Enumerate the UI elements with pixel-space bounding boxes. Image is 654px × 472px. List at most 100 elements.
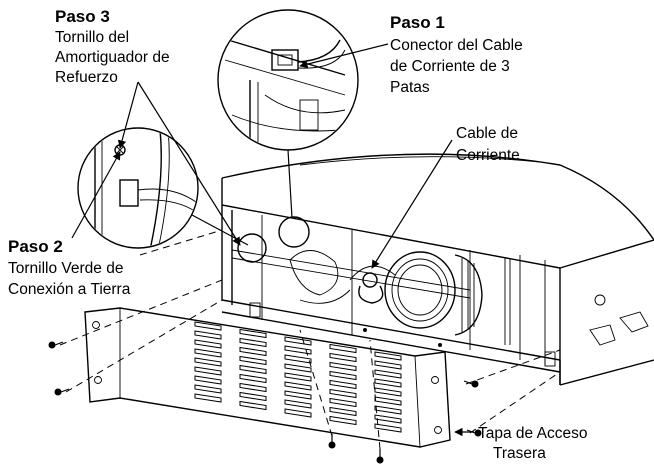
inset-step3-bracket-inner [157,129,170,247]
rail-screw-1 [363,328,367,332]
vent-slot [284,345,312,355]
vent-slot [194,321,222,331]
inset-step3-bracket [149,129,162,247]
internal-brace-2 [231,257,471,299]
vent-slot [329,343,357,354]
vent-slot [374,414,402,424]
wire-loop-3 [349,265,396,281]
vent-slot [329,361,357,372]
step3-title: Paso 3 [55,7,110,26]
callout-step1: Paso 1 Conector del Cable de Corriente d… [390,13,523,96]
vent-slot [329,406,357,417]
rail-bracket-right [544,351,556,367]
rear-cover-right-fold [414,355,421,448]
vent-slot [374,387,402,397]
power-cable-plug-body [358,285,384,304]
vent-slot [284,336,312,346]
step2-line-1: Tornillo Verde de [8,260,123,277]
motor-drum [454,254,483,336]
vent-slot [194,339,222,349]
appliance-right-foot-2 [619,311,649,333]
vent-slot [239,337,267,348]
vent-slot [329,388,357,399]
vent-slot [374,378,402,388]
rear-cover-line-2: Trasera [493,445,546,462]
callout-rear-cover: Tapa de Acceso Trasera [478,425,587,462]
vent-slot [284,381,312,391]
vent-slot [374,405,402,415]
inset-step1-wire [264,94,346,114]
inset-step3-border [77,127,199,249]
vent-slot [284,399,312,409]
vent-slot [239,346,267,357]
inset-step1-leader [287,149,293,219]
screw-left-lower [54,388,70,396]
alignment-line-1 [59,279,223,346]
internal-brace-1 [231,249,471,291]
motor-drum-ribs [461,258,475,332]
step3-leader-inset [117,81,139,149]
vent-slot [194,357,222,367]
callout-step2: Paso 2 Tornillo Verde de Conexión a Tier… [8,237,131,298]
vent-slot [329,415,357,426]
screw-right-upper [463,380,479,388]
step3-location-marker [237,233,267,263]
alignment-line-5 [469,371,561,434]
power-cable-plug [362,272,378,288]
screw-bottom-1 [328,434,336,449]
inset-step1-panel-mid [224,59,346,96]
vent-slot [329,370,357,381]
appliance-bottom-rail-lower [221,311,561,373]
step3-line-1: Tornillo del [55,29,129,46]
vent-slot [194,366,222,376]
appliance-right-bottom [559,359,654,386]
vent-slot [329,397,357,408]
screw-bottom-2 [376,449,384,464]
step1-location-marker [278,216,310,248]
inset-step3-wire-2 [139,199,197,216]
alignment-line-2 [65,299,223,393]
step2-leader [71,151,121,239]
inset-step3-damper-block [119,179,139,207]
internal-rod [504,258,511,345]
rear-access-cover [84,307,451,448]
inset-step3-wire [137,188,197,206]
step1-line-1: Conector del Cable [390,37,523,54]
vent-slot [194,384,222,394]
alignment-line-7 [369,339,381,450]
vent-slot [239,382,267,393]
vent-slot [374,351,402,361]
rear-cover-outline [84,307,451,448]
screw-left-upper [48,341,64,349]
vent-slot [374,423,402,433]
appliance-rear-top-edge [221,178,561,269]
vent-slot [194,393,222,403]
vent-slot [284,354,312,364]
loose-screws [48,341,482,464]
vent-slot [239,364,267,375]
rear-cover-hole-1 [92,321,100,329]
appliance-top-crease [299,156,541,166]
vent-slot [374,369,402,379]
vent-slot [329,379,357,390]
rear-cover-hole-4 [434,426,442,434]
callout-step3: Paso 3 Tornillo del Amortiguador de Refu… [55,7,170,86]
inset-step1-circle [217,9,359,219]
inset-step1-connector [271,49,299,71]
vent-slot [374,360,402,370]
alignment-line-3 [139,229,223,256]
appliance-body [221,153,654,386]
appliance-right-foot [589,324,616,346]
step1-line-2: de Corriente de 3 [390,58,510,75]
wire-loop-1 [289,250,339,296]
rear-cover-vents [194,321,402,433]
inset-step1-wire-2 [231,114,341,132]
power-cable-coil [384,251,456,329]
step3-leader-appliance [137,81,241,246]
step2-title: Paso 2 [8,237,63,256]
vent-slot [194,330,222,340]
callout-power-cable: Cable de Corriente [456,125,520,164]
rail-bracket-left [249,302,261,318]
